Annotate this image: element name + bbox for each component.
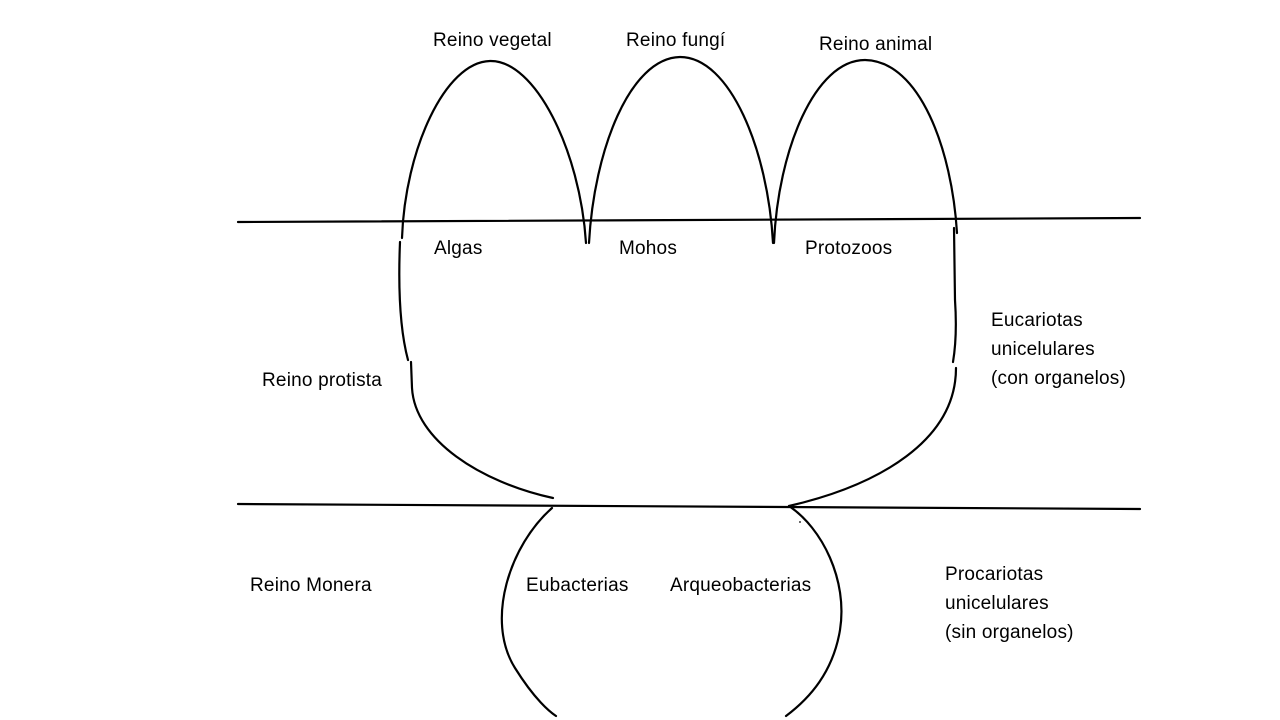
arch-reino-vegetal: [400, 59, 588, 245]
protist-enclosure-right: [787, 226, 958, 508]
eucariotas-note: Eucariotas unicelulares (con organelos): [991, 306, 1126, 393]
upper-divider-line: [236, 216, 1142, 224]
arch-reino-animal: [772, 58, 959, 245]
monera-circle: [500, 504, 843, 718]
label-reino-animal: Reino animal: [819, 34, 933, 55]
lower-divider-line: [236, 502, 1142, 511]
label-protozoos: Protozoos: [805, 238, 893, 259]
label-reino-fungi: Reino fungí: [626, 30, 726, 51]
procariotas-line2: unicelulares: [945, 593, 1049, 614]
label-algas: Algas: [434, 238, 483, 259]
procariotas-note: Procariotas unicelulares (sin organelos): [945, 560, 1074, 647]
label-arqueobacterias: Arqueobacterias: [670, 575, 812, 596]
procariotas-line1: Procariotas: [945, 564, 1044, 585]
protist-enclosure-left: [398, 240, 555, 500]
label-reino-monera: Reino Monera: [250, 575, 372, 596]
label-reino-vegetal: Reino vegetal: [433, 30, 552, 51]
eucariotas-line1: Eucariotas: [991, 310, 1083, 331]
procariotas-line3: (sin organelos): [945, 622, 1074, 643]
eucariotas-line2: unicelulares: [991, 339, 1095, 360]
label-eubacterias: Eubacterias: [526, 575, 629, 596]
eucariotas-line3: (con organelos): [991, 368, 1127, 389]
label-mohos: Mohos: [619, 238, 678, 259]
stray-dot: [799, 521, 801, 523]
label-reino-protista: Reino protista: [262, 370, 383, 391]
arch-reino-fungi: [587, 55, 775, 245]
